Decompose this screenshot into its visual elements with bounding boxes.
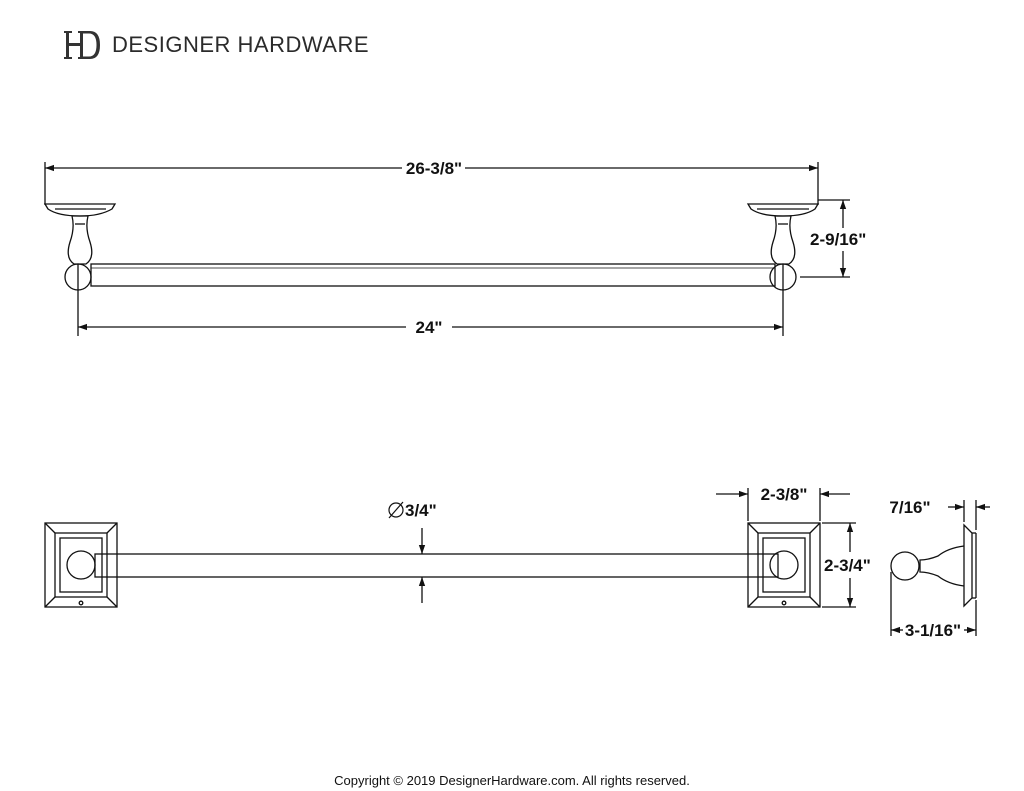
right-bracket (746, 203, 820, 291)
dim-bar-length: 24" (416, 318, 443, 337)
dh-monogram-logo-icon (64, 31, 100, 59)
towel-bar-front (90, 263, 776, 287)
dim-overall-length: 26-3/8" (406, 159, 462, 178)
top-view (44, 488, 856, 608)
right-plate (747, 522, 821, 608)
brand-name: DESIGNER HARDWARE (112, 32, 370, 57)
dim-bracket-height: 2-9/16" (810, 230, 866, 249)
dim-projection: 3-1/16" (905, 621, 961, 640)
towel-bar-top (94, 553, 779, 578)
dim-plate-width: 2-3/8" (761, 485, 808, 504)
front-view (43, 162, 850, 336)
diameter-symbol (388, 501, 404, 519)
dim-plate-height: 2-3/4" (824, 556, 871, 575)
copyright-notice: Copyright © 2019 DesignerHardware.com. A… (334, 773, 690, 788)
left-plate (44, 522, 118, 608)
dim-plate-depth: 7/16" (889, 498, 930, 517)
dim-bar-diameter: 3/4" (405, 501, 437, 520)
brand: DESIGNER HARDWARE (62, 28, 369, 62)
side-view (890, 500, 990, 636)
left-bracket (43, 203, 117, 291)
